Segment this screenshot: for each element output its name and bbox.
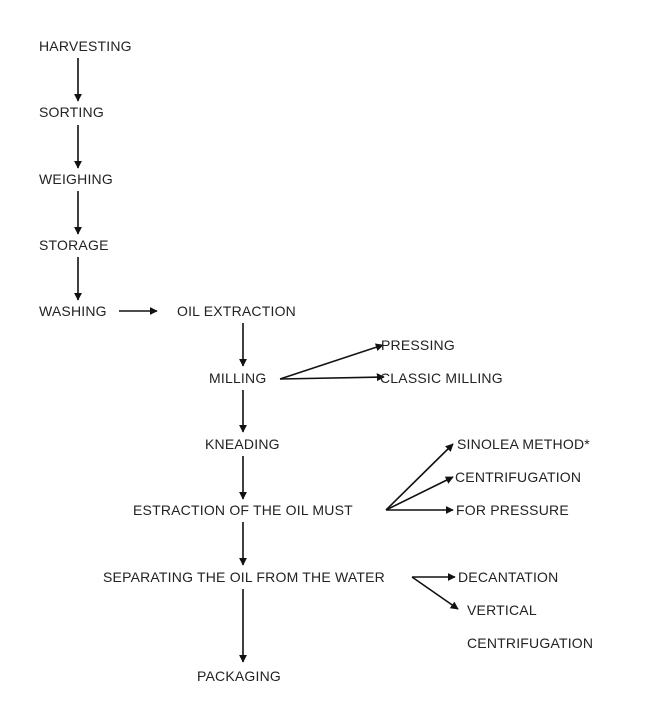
node-kneading: KNEADING bbox=[205, 436, 280, 452]
arrow-milling-pressing bbox=[279, 343, 384, 380]
node-decantation: DECANTATION bbox=[458, 569, 559, 585]
node-washing: WASHING bbox=[39, 303, 107, 319]
node-sinolea-method: SINOLEA METHOD* bbox=[457, 436, 590, 452]
arrow-extraction-sinolea bbox=[385, 443, 454, 511]
node-harvesting: HARVESTING bbox=[39, 38, 132, 54]
arrow-separating-vertical bbox=[411, 576, 459, 610]
node-separating-oil-water: SEPARATING THE OIL FROM THE WATER bbox=[103, 569, 385, 585]
node-vertical-centrifugation: CENTRIFUGATION bbox=[467, 635, 594, 651]
arrow-extraction-centrifugation bbox=[385, 476, 454, 511]
arrow-milling-classic-milling bbox=[279, 373, 385, 382]
node-packaging: PACKAGING bbox=[197, 668, 282, 684]
node-classic-milling: CLASSIC MILLING bbox=[380, 370, 503, 386]
node-oil-extraction: OIL EXTRACTION bbox=[177, 303, 296, 319]
node-sorting: SORTING bbox=[39, 104, 104, 120]
node-storage: STORAGE bbox=[39, 237, 109, 253]
node-weighing: WEIGHING bbox=[39, 171, 113, 187]
node-milling: MILLING bbox=[209, 370, 267, 386]
node-pressing: PRESSING bbox=[381, 337, 455, 353]
node-vertical: VERTICAL bbox=[467, 602, 537, 618]
node-for-pressure: FOR PRESSURE bbox=[456, 502, 569, 518]
node-centrifugation: CENTRIFUGATION bbox=[455, 469, 582, 485]
node-extraction-oil-must: ESTRACTION OF THE OIL MUST bbox=[133, 502, 353, 518]
